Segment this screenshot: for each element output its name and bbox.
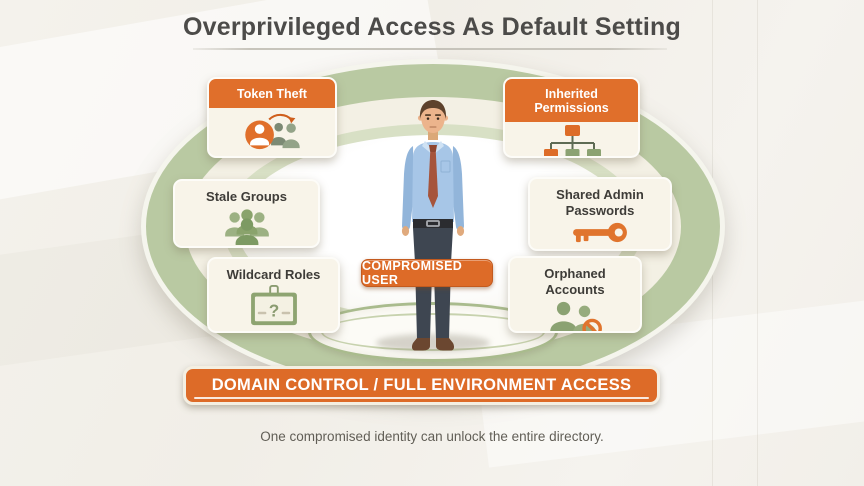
card-token-theft-header: Token Theft bbox=[209, 79, 335, 108]
title-underline bbox=[193, 48, 667, 50]
compromised-user-badge: COMPROMISED USER bbox=[361, 259, 493, 287]
page-title: Overprivileged Access As Default Setting bbox=[183, 13, 681, 41]
card-token-theft: Token Theft bbox=[207, 77, 337, 158]
user-group-icon bbox=[215, 205, 279, 246]
card-shared-admin-passwords-title: Shared Admin Passwords bbox=[556, 187, 644, 218]
card-orphaned-accounts-title: Orphaned Accounts bbox=[544, 266, 606, 297]
compromised-user-illustration bbox=[401, 100, 465, 351]
domain-control-banner: DOMAIN CONTROL / FULL ENVIRONMENT ACCESS bbox=[183, 366, 660, 405]
card-inherited-permissions: Inherited Permissions bbox=[503, 77, 640, 158]
token-theft-icon bbox=[239, 108, 305, 156]
background-line bbox=[757, 0, 758, 486]
org-chart-icon bbox=[540, 122, 604, 156]
card-orphaned-accounts: Orphaned Accounts bbox=[508, 256, 642, 333]
key-icon bbox=[569, 218, 631, 249]
card-wildcard-roles-title: Wildcard Roles bbox=[226, 267, 321, 282]
card-stale-groups: Stale Groups bbox=[173, 179, 320, 248]
banner-highlight-line bbox=[194, 397, 649, 399]
figure-shadow bbox=[376, 334, 490, 352]
card-stale-groups-title: Stale Groups bbox=[206, 189, 287, 204]
card-shared-admin-passwords: Shared Admin Passwords bbox=[528, 177, 672, 251]
card-inherited-permissions-header: Inherited Permissions bbox=[505, 79, 638, 122]
blocked-users-icon bbox=[543, 297, 607, 331]
footer-caption: One compromised identity can unlock the … bbox=[260, 429, 604, 444]
domain-control-banner-label: DOMAIN CONTROL / FULL ENVIRONMENT ACCESS bbox=[211, 376, 632, 394]
svg-text:?: ? bbox=[268, 300, 279, 320]
id-badge-question-icon: ? bbox=[245, 283, 303, 331]
card-wildcard-roles: Wildcard Roles ? bbox=[207, 257, 340, 333]
